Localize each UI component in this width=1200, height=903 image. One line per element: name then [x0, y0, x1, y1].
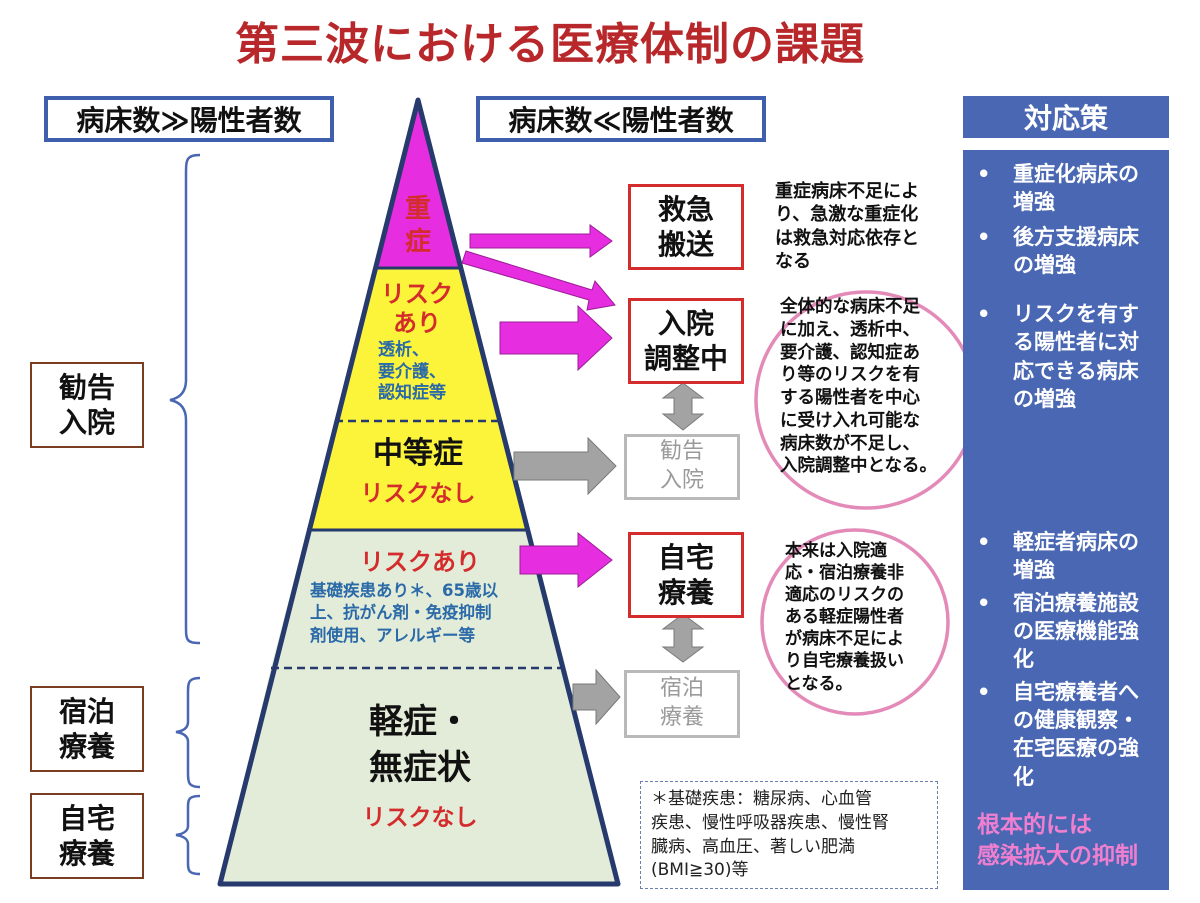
label-hotel-treatment: 宿泊 療養 — [30, 686, 144, 772]
measures-conclusion: 根本的には 感染拡大の抑制 — [977, 812, 1138, 870]
arrow-severe-to-admission — [461, 250, 616, 311]
measures-panel: 重症化病床の 増強 後方支援病床 の増強 リスクを有す る陽性者に対 応できる病… — [963, 150, 1169, 890]
pyramid-mild — [220, 668, 618, 884]
measure-item: 軽症者病床の 増強 — [963, 528, 1169, 585]
pyramid-outline — [217, 97, 621, 887]
pyramid-severe — [375, 100, 461, 268]
label-home-treatment: 自宅 療養 — [30, 793, 144, 879]
severe-label: 重 症 — [404, 194, 431, 257]
mild-title: 軽症・ 無症状 — [369, 702, 471, 788]
measure-item: 後方支援病床 の増強 — [963, 223, 1169, 280]
moderate-sub: リスクなし — [360, 481, 476, 507]
measures-group-mild: 軽症者病床の 増強 宿泊療養施設 の医療機能強 化 自宅療養者へ の健康観察・ … — [963, 528, 1169, 791]
box-emergency-transport: 救急 搬送 — [628, 184, 744, 270]
measure-item: 自宅療養者へ の健康観察・ 在宅医療の強 化 — [963, 678, 1169, 791]
footnote-underlying-diseases: ＊基礎疾患：糖尿病、心血管 疾患、慢性呼吸器疾患、慢性腎 臓病、高血圧、著しい肥… — [640, 781, 938, 889]
double-arrow-admission-recommend — [661, 382, 705, 431]
header-measures: 対応策 — [963, 96, 1169, 138]
page-title: 第三波における医療体制の課題 — [235, 19, 865, 70]
pyramid-moderate — [307, 421, 530, 530]
header-beds-exceed: 病床数≫陽性者数 — [44, 96, 334, 142]
brace-hotel — [175, 676, 201, 789]
box-hotel-treatment: 宿泊 療養 — [624, 670, 740, 738]
measure-item: 重症化病床の 増強 — [963, 160, 1169, 217]
risk-lower-detail: 基礎疾患あり＊、65歳以 上、抗がん剤・免疫抑制 剤使用、アレルギー等 — [310, 581, 498, 645]
risk-upper-title: リスク あり — [381, 280, 453, 337]
mild-sub: リスクなし — [362, 805, 478, 831]
box-recommended-admission: 勧告 入院 — [624, 434, 740, 500]
box-admission-pending: 入院 調整中 — [628, 298, 744, 384]
pyramid-risk-lower — [271, 530, 566, 668]
brace-home — [175, 794, 201, 876]
note-home: 本来は入院適 応・宿泊療養非 適応のリスクの ある軽症陽性者 が病床不足によ り… — [785, 541, 904, 694]
measures-group-beds: 重症化病床の 増強 後方支援病床 の増強 — [963, 160, 1169, 279]
header-beds-short: 病床数≪陽性者数 — [476, 96, 766, 142]
pyramid-risk-upper — [335, 268, 501, 421]
measure-item: 宿泊療養施設 の医療機能強 化 — [963, 589, 1169, 674]
measures-group-risk: リスクを有す る陽性者に対 応できる病床 の増強 — [963, 300, 1169, 413]
moderate-title: 中等症 — [373, 436, 463, 471]
arrow-moderate-to-recommend — [513, 436, 617, 496]
risk-upper-detail: 透析、 要介護、 認知症等 — [378, 340, 446, 404]
arrow-risk-to-home — [519, 531, 613, 589]
note-emergency: 重症病床不足によ り、急激な重症化 は救急対応依存と なる — [775, 181, 919, 273]
box-home-treatment: 自宅 療養 — [628, 532, 744, 618]
risk-lower-title: リスクあり — [360, 548, 480, 576]
arrow-mild-to-hotel — [572, 668, 621, 726]
note-admission: 全体的な病床不足 に加え、透析中、 要介護、認知症あ り等のリスクを有 する陽性… — [780, 297, 937, 477]
brace-admission — [169, 153, 201, 645]
measure-item: リスクを有す る陽性者に対 応できる病床 の増強 — [963, 300, 1169, 413]
arrow-severe-to-emergency — [469, 224, 613, 258]
double-arrow-home-hotel — [661, 613, 705, 663]
highlight-circle-home — [760, 528, 950, 716]
label-recommended-admission: 勧告 入院 — [30, 362, 144, 448]
arrow-risk-to-admission — [499, 304, 613, 372]
